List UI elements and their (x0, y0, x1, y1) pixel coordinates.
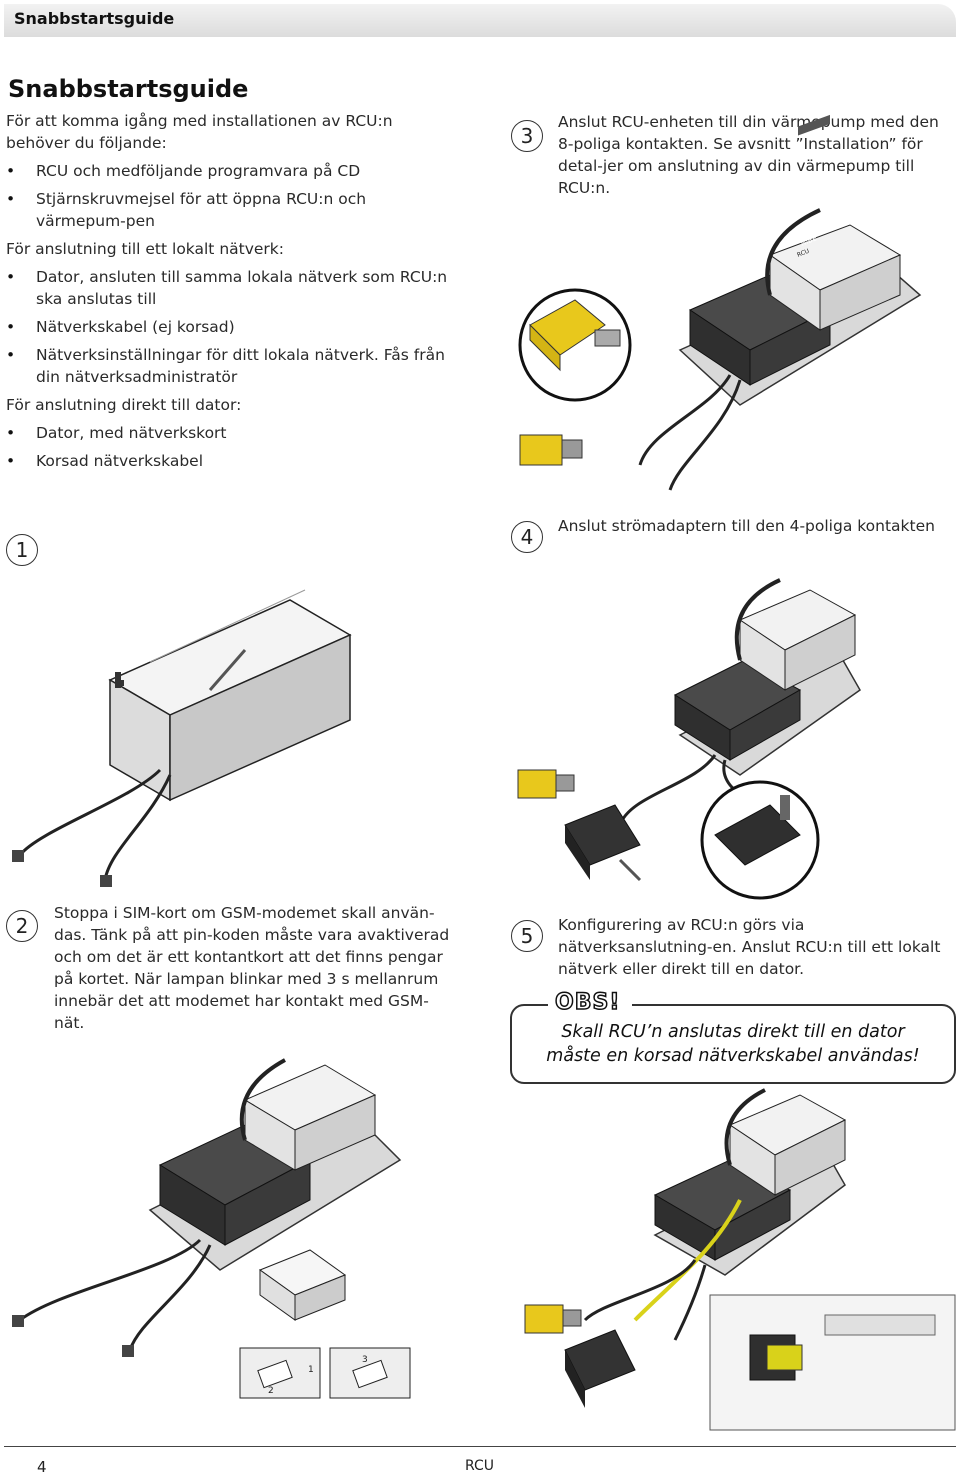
nibe-label-icon (798, 114, 830, 136)
illustration-step-3: NIBE RCU (518, 114, 922, 491)
step-4-text: Anslut strömadaptern till den 4-poliga k… (558, 517, 935, 535)
network-list: Dator, ansluten till samma lokala nätver… (6, 266, 451, 388)
page-number: 4 (37, 1458, 47, 1476)
obs-text: Skall RCU’n anslutas direkt till en dato… (510, 1020, 956, 1068)
cable-plug-icon (12, 850, 24, 862)
step-number-5: 5 (511, 920, 543, 952)
slot-mark-1: 1 (308, 1365, 314, 1375)
illustration-step-1 (12, 589, 352, 887)
power-adapter-icon (564, 804, 641, 866)
cable-plug-icon (122, 1345, 134, 1357)
step-2-text: Stoppa i SIM-kort om GSM-modemet skall a… (54, 904, 450, 1032)
step-number-3: 3 (511, 120, 543, 152)
requirements-list: RCU och medföljande programvara på CD St… (6, 160, 451, 232)
obs-notice-box (510, 1004, 956, 1084)
power-adapter-icon (564, 1329, 636, 1391)
header-title: Snabbstartsguide (14, 9, 175, 28)
step-number-1: 1 (6, 534, 38, 566)
illustration-step-5 (524, 1088, 956, 1431)
footer-document-name: RCU (465, 1458, 495, 1474)
sim-card-icon (352, 1359, 388, 1389)
sim-card-icon (257, 1359, 293, 1389)
intro-paragraph: För anslutning till ett lokalt nätverk: (6, 240, 284, 258)
illustration-step-2: 1 2 3 (12, 1058, 411, 1399)
page-title: Snabbstartsguide (8, 75, 249, 103)
step-number-2: 2 (6, 910, 38, 942)
connector-4-pole-icon (517, 769, 557, 799)
intro-section: För att komma igång med installationen a… (6, 110, 451, 478)
illustration-step-4 (517, 578, 861, 900)
header-bar (4, 4, 956, 37)
cable-plug-icon (12, 1315, 24, 1327)
cable-plug-icon (100, 875, 112, 887)
slot-mark-3: 3 (362, 1355, 368, 1365)
list-item: Dator, med nätverkskort (6, 422, 451, 444)
slot-mark-2: 2 (268, 1386, 274, 1396)
list-item: Nätverksinställningar för ditt lokala nä… (6, 344, 451, 388)
device-model-label: RCU (796, 248, 810, 259)
rj45-plug-icon (766, 1344, 803, 1371)
list-item: Nätverkskabel (ej korsad) (6, 316, 451, 338)
footer-divider (4, 1446, 956, 1447)
list-item: RCU och medföljande programvara på CD (6, 160, 451, 182)
step-5-text: Konfigurering av RCU:n görs via nätverks… (558, 916, 941, 978)
list-item: Stjärnskruvmejsel för att öppna RCU:n oc… (6, 188, 451, 232)
intro-paragraph: För anslutning direkt till dator: (6, 396, 242, 414)
obs-line-1: Skall RCU’n anslutas direkt till en dato… (561, 1022, 905, 1042)
obs-label-backdrop (548, 992, 632, 1016)
connector-icon (524, 1304, 564, 1334)
step-3-text: Anslut RCU-enheten till din värmepump me… (558, 113, 939, 197)
list-item: Dator, ansluten till samma lokala nätver… (6, 266, 451, 310)
direct-list: Dator, med nätverkskort Korsad nätverksk… (6, 422, 451, 472)
list-item: Korsad nätverkskabel (6, 450, 451, 472)
intro-paragraph: För att komma igång med installationen a… (6, 112, 393, 152)
obs-line-2: måste en korsad nätverkskabel användas! (546, 1046, 920, 1066)
connector-8-pole-icon (519, 434, 563, 466)
step-number-4: 4 (511, 521, 543, 553)
obs-label: OBS! (554, 989, 621, 1016)
